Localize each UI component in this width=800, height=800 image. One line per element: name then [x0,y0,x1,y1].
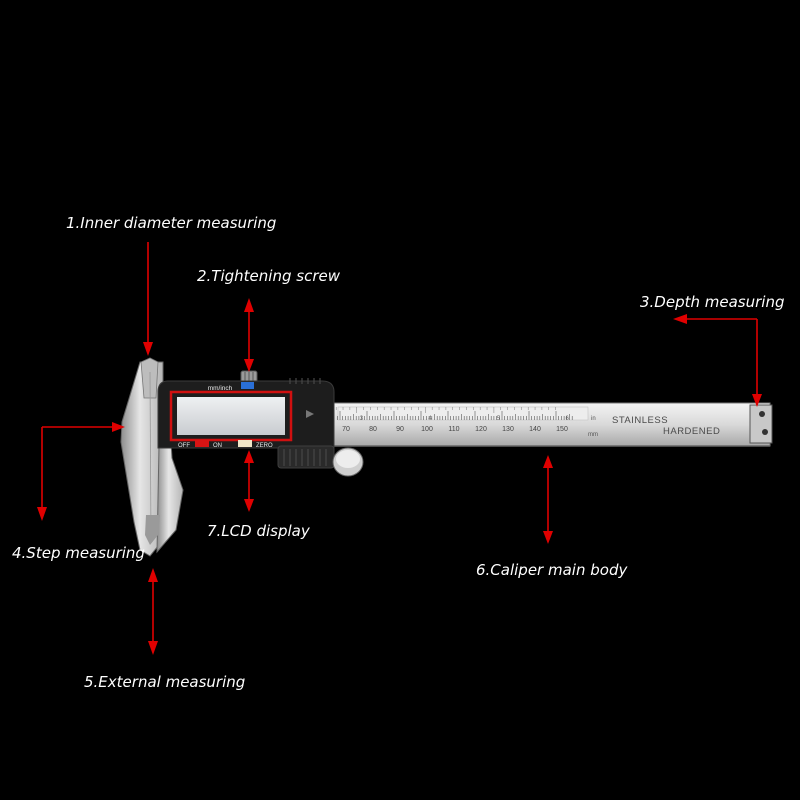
inch-tick-label: 6 [565,416,569,422]
mm-tick-label: 80 [369,426,377,433]
mm-inch-label: mm/inch [208,385,233,392]
label-external-measuring: 5.External measuring [84,673,246,691]
mm-tick-label: 150 [556,426,568,433]
label-main-body: 6.Caliper main body [476,561,628,579]
lcd-screen [169,390,293,442]
tightening-screw [240,370,258,384]
inch-tick-label: 4 [428,416,432,422]
label-inner-diameter: 1.Inner diameter measuring [66,214,277,232]
mm-tick-label: 100 [421,426,433,433]
zero-label: ZERO [256,443,273,449]
mm-tick-label: 70 [342,426,350,433]
stamp-hardened: HARDENED [663,426,720,437]
label-step-measuring: 4.Step measuring [12,544,145,562]
inch-unit-label: in [591,416,596,422]
mm-tick-label: 130 [502,426,514,433]
label-lcd-display: 7.LCD display [207,522,310,540]
arrow-main-body [543,455,553,544]
power-button[interactable] [195,440,209,447]
inch-tick-label: 5 [497,416,501,422]
arrow-inner-diameter [143,242,153,356]
mm-tick-label: 90 [396,426,404,433]
scale-ruler: 70 80 90 100 110 120 130 140 150 3 4 5 6 [335,407,573,433]
arrow-step [37,422,125,521]
arrow-depth [673,314,762,407]
stamp-stainless: STAINLESS [612,415,668,426]
arrow-tightening-screw [244,298,254,372]
label-depth-measuring: 3.Depth measuring [640,293,785,311]
arrow-lcd [244,450,254,512]
off-label: OFF [178,443,190,449]
label-tightening-screw: 2.Tightening screw [197,267,340,285]
arrow-external [148,568,158,655]
mm-tick-label: 120 [475,426,487,433]
depth-rod-end [749,404,773,444]
thumb-wheel [332,447,364,477]
on-label: ON [213,443,222,449]
mm-tick-label: 110 [448,426,459,433]
mm-inch-button[interactable] [241,382,254,389]
inch-tick-label: 3 [360,416,364,422]
zero-button[interactable] [238,440,252,447]
mm-tick-label: 140 [529,426,541,433]
mm-unit-label: mm [588,432,598,438]
